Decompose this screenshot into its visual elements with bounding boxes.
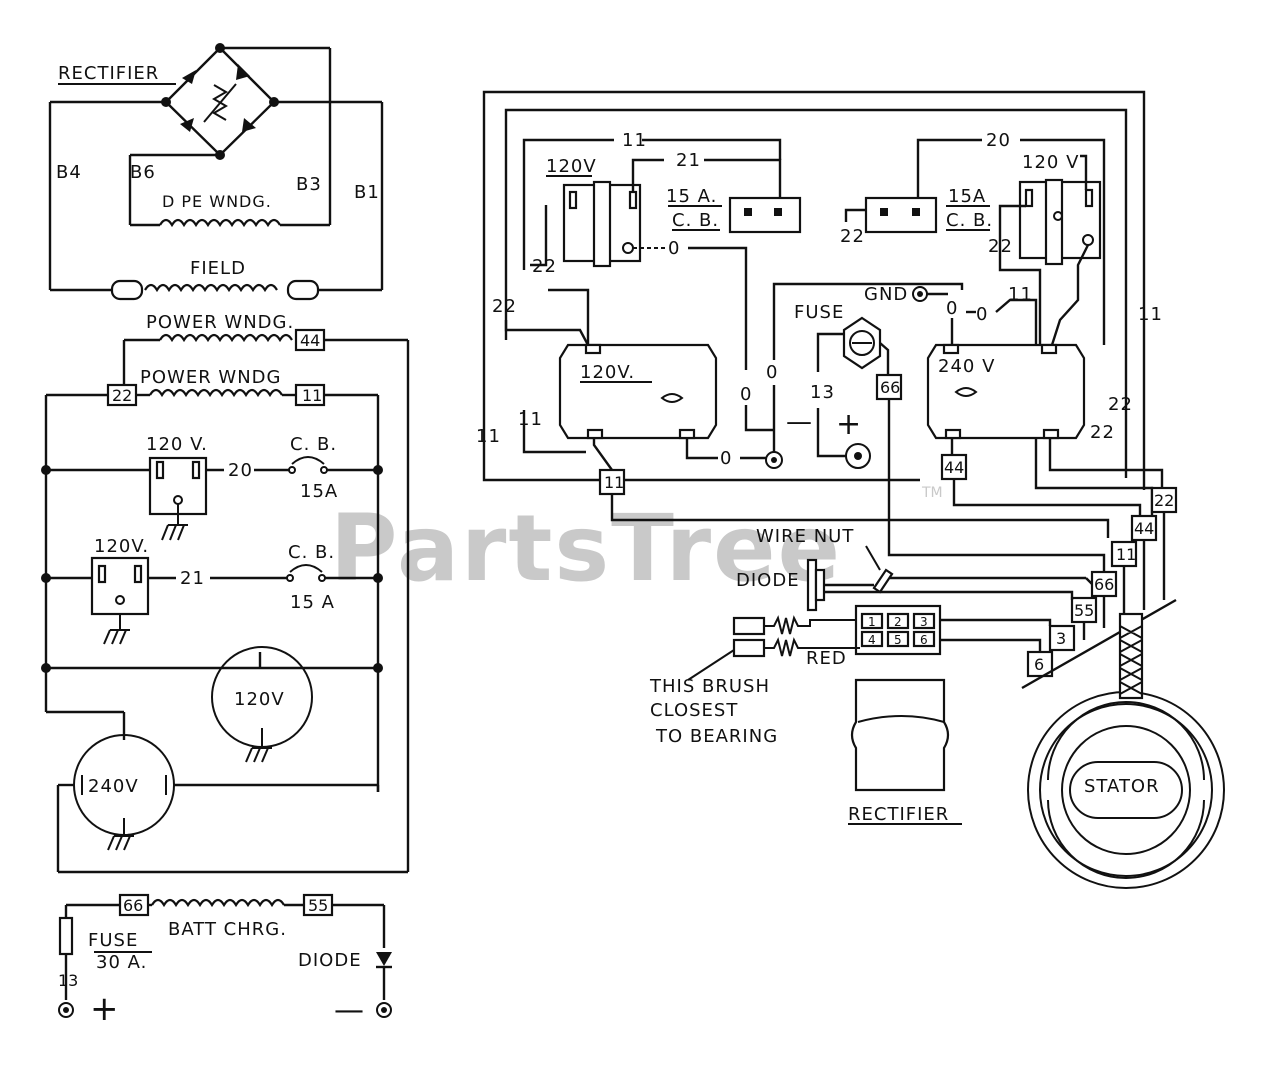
batt-minus: — [334, 993, 364, 1028]
terminal-b6: B6 [130, 162, 156, 183]
twist-lock-120-label: 120V [234, 689, 285, 710]
wire-11-top: 11 [622, 130, 647, 151]
wire-11-e: 11 [1008, 284, 1033, 305]
outlet-2-rating: 15 A [290, 592, 335, 613]
plus-right: + [836, 407, 861, 442]
wire-22-d: 22 [1108, 394, 1133, 415]
outlet-1-wire: 20 [228, 460, 253, 481]
diode-label-right: DIODE [736, 570, 800, 591]
pin-3: 3 [920, 615, 928, 629]
wire-13-right: 13 [810, 382, 835, 403]
terminal-b3: B3 [296, 174, 322, 195]
tag-11-right: 11 [604, 473, 624, 492]
brush-note-1: THIS BRUSH [649, 676, 770, 697]
tag-55-stack: 55 [1074, 601, 1094, 620]
tag-3-stack: 3 [1056, 629, 1066, 648]
outlet-1-rating: 15A [300, 481, 338, 502]
wire-0-e: 0 [946, 298, 958, 319]
tag-22-power: 22 [112, 386, 132, 405]
brush-note-3: TO BEARING [655, 726, 778, 747]
rectifier-label-right: RECTIFIER [848, 804, 949, 825]
pin-1: 1 [868, 615, 876, 629]
fuse-rating: 30 A. [96, 952, 147, 973]
outlet-left-cb2: C. B. [672, 210, 719, 231]
receptacle-120-label: 120V. [580, 362, 635, 383]
outlet-2-cb: C. B. [288, 542, 335, 563]
wire-0-a: 0 [668, 238, 680, 259]
stator-label: STATOR [1084, 776, 1160, 797]
wire-11-d: 11 [1138, 304, 1163, 325]
wire-11-a: 11 [518, 409, 543, 430]
fuse-label: FUSE [88, 930, 138, 951]
twist-lock-240-label: 240V [88, 776, 139, 797]
terminal-b4: B4 [56, 162, 82, 183]
red-label: RED [806, 648, 847, 669]
gnd-label: GND [864, 284, 908, 305]
right-wiring: 120V 21 11 15 A. C. B. 0 0 22 22 11 11 [476, 90, 1225, 889]
tag-66-batt: 66 [123, 896, 143, 915]
wire-22-a: 22 [532, 256, 557, 277]
wire-21: 21 [676, 150, 701, 171]
tag-11-power: 11 [302, 386, 322, 405]
wire-22-e: 22 [1090, 422, 1115, 443]
outlet-2-wire: 21 [180, 568, 205, 589]
wire-20: 20 [986, 130, 1011, 151]
outlet-right-label: 120 V [1022, 152, 1079, 173]
outlet-right-cb2: C. B. [946, 210, 993, 231]
tag-6-stack: 6 [1034, 655, 1044, 674]
diode-label-batt: DIODE [298, 950, 362, 971]
watermark: PartsTree [330, 495, 842, 602]
pin-2: 2 [894, 615, 902, 629]
power-winding-2-label: POWER WNDG [140, 367, 282, 388]
outlet-1-cb: C. B. [290, 434, 337, 455]
outlet-left-label: 120V [546, 156, 597, 177]
tag-44-right: 44 [944, 458, 964, 477]
fuse-label-right: FUSE [794, 302, 844, 323]
wire-11-c: 22 [840, 226, 865, 247]
wire-0-c: 0 [720, 448, 732, 469]
receptacle-240-label: 240 V [938, 356, 995, 377]
terminal-b1: B1 [354, 182, 380, 203]
wire-0-f: 0 [976, 304, 988, 325]
pin-5: 5 [894, 633, 902, 647]
rectifier-bridge [50, 43, 382, 225]
tag-55-batt: 55 [308, 896, 328, 915]
tag-44-stack: 44 [1134, 519, 1154, 538]
wire-0-d: 0 [766, 362, 778, 383]
rectifier-label: RECTIFIER [58, 63, 159, 84]
wire-13-batt: 13 [58, 971, 78, 990]
left-schematic: RECTIFIER D PE WNDG. B4 B6 B3 B1 FIELD P… [41, 43, 410, 1029]
field-label: FIELD [190, 258, 246, 279]
pin-6: 6 [920, 633, 928, 647]
batt-plus: + [90, 989, 119, 1029]
outlet-right-cb: 15A [948, 186, 986, 207]
batt-charge-label: BATT CHRG. [168, 919, 287, 940]
outlet-2-label: 120V. [94, 536, 149, 557]
tag-11-stack: 11 [1116, 545, 1136, 564]
wire-0-b: 0 [740, 384, 752, 405]
power-winding-1-label: POWER WNDG. [146, 312, 294, 333]
dpe-winding-label: D PE WNDG. [162, 192, 272, 211]
tag-44-power: 44 [300, 331, 320, 350]
tag-66-right: 66 [880, 378, 900, 397]
pin-4: 4 [868, 633, 876, 647]
brush-note-2: CLOSEST [650, 700, 738, 721]
wire-11-b: 11 [476, 426, 501, 447]
watermark-tm: TM [921, 485, 943, 501]
minus-right: — [786, 407, 812, 437]
outlet-1-label: 120 V. [146, 434, 208, 455]
outlet-left-cb: 15 A. [666, 186, 717, 207]
wire-nut-label: WIRE NUT [756, 526, 854, 547]
wire-22-b: 22 [492, 296, 517, 317]
tag-66-stack: 66 [1094, 575, 1114, 594]
tag-22-stack: 22 [1154, 491, 1174, 510]
